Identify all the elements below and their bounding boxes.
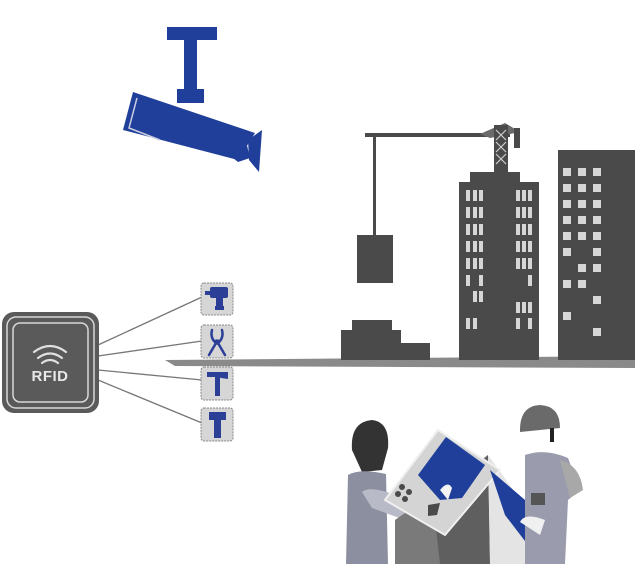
tower-crane-icon <box>357 123 520 283</box>
building-under-construction <box>459 172 539 360</box>
worker-with-hardhat <box>520 405 583 564</box>
completed-building <box>558 150 635 360</box>
drill-icon <box>205 287 228 310</box>
pliers-icon <box>207 328 227 357</box>
wireless-signal-icon <box>32 344 68 365</box>
mallet-icon <box>209 412 226 438</box>
tablet-device <box>383 428 502 537</box>
rfid-label: RFID <box>31 368 69 385</box>
hammer-icon <box>207 372 228 396</box>
